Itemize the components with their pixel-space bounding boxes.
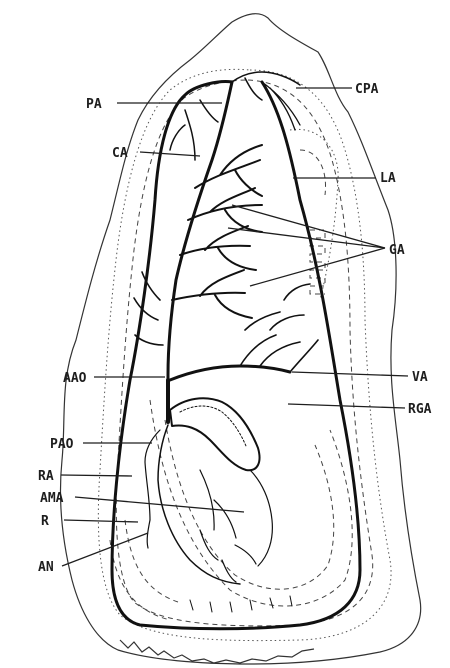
label-aao: AAO (63, 371, 87, 386)
mantle-inner-dashed (116, 80, 372, 626)
label-va: VA (412, 370, 428, 385)
common-aorta-trunk (112, 82, 360, 629)
pallial-artery-branches (170, 72, 300, 160)
label-ca: CA (112, 146, 128, 161)
digestive-mass-outline (170, 398, 260, 470)
leader-va (292, 372, 408, 376)
leader-ca (140, 152, 200, 156)
leader-ga-1 (232, 205, 385, 248)
small-branches-right (240, 284, 318, 372)
lower-rim-vessels (190, 596, 292, 612)
visceral-artery (170, 366, 290, 380)
adductor-branches (200, 470, 256, 582)
label-ga: GA (389, 243, 405, 258)
gill-contour-1 (150, 400, 352, 606)
label-ama: AMA (40, 491, 64, 506)
gill-contour-2 (165, 420, 334, 589)
leader-ga-2 (228, 228, 385, 248)
rectal-gastric-path (250, 470, 272, 566)
label-pao: PAO (50, 437, 74, 452)
label-an: AN (38, 560, 54, 575)
heart-region-dashed (300, 150, 326, 195)
label-cpa: CPA (355, 82, 379, 97)
label-r: R (41, 514, 49, 529)
leader-an (62, 533, 148, 566)
leader-r (64, 520, 138, 522)
shell-outline (60, 14, 420, 664)
leader-rga (288, 404, 405, 408)
label-la: LA (380, 171, 396, 186)
shell-jagged-edge (120, 640, 314, 663)
leader-ra (61, 475, 132, 476)
gill-contour-4 (125, 520, 178, 602)
label-pa: PA (86, 97, 102, 112)
gastric-artery-4 (172, 270, 252, 318)
gastric-artery-3 (180, 226, 256, 270)
label-rga: RGA (408, 402, 432, 417)
label-ra: RA (38, 469, 54, 484)
mantle-edge-dotted (98, 69, 391, 640)
anal-branch (147, 520, 150, 548)
